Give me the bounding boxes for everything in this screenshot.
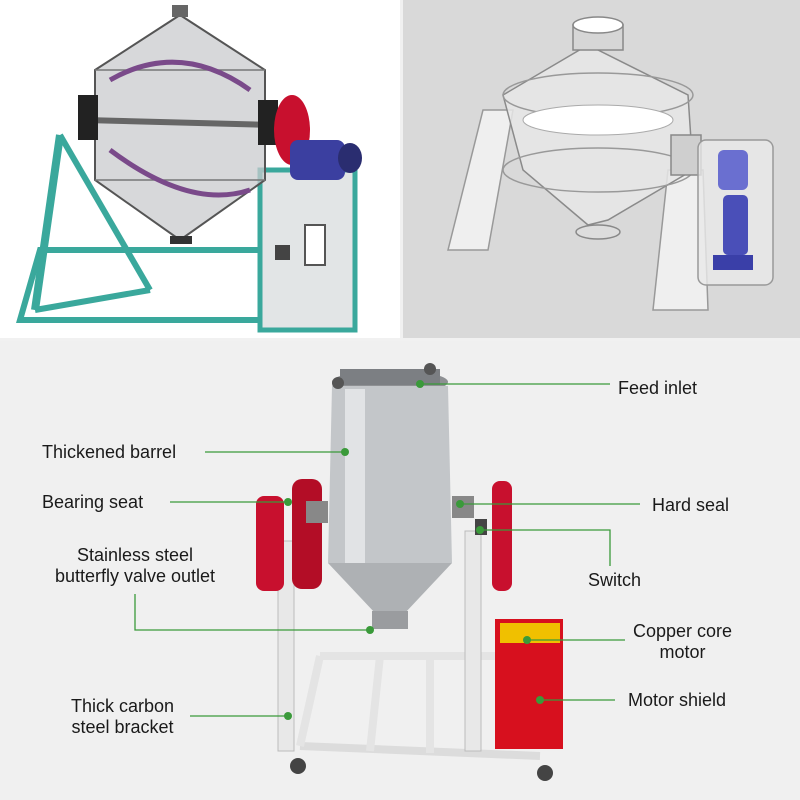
labeled-photo-panel: Feed inlet Thickened barrel Bearing seat…	[0, 341, 800, 800]
photo-mixer-illustration	[134, 363, 640, 781]
butterfly-valve-label-line2: butterfly valve outlet	[54, 566, 216, 586]
cad-mixer-illustration	[16, 5, 362, 333]
butterfly-valve-label-line1: Stainless steel	[76, 545, 194, 565]
carbon-steel-bracket-label: Thick carbon steel bracket	[55, 696, 190, 738]
copper-core-motor-label-line2: motor	[659, 642, 706, 662]
feed-inlet-label: Feed inlet	[618, 378, 698, 398]
carbon-steel-bracket-label-line2: steel bracket	[71, 717, 174, 737]
callout-dots	[284, 380, 544, 720]
render-panel	[403, 0, 800, 338]
render-mixer-illustration	[447, 16, 774, 311]
switch-label: Switch	[588, 570, 642, 590]
bearing-seat-label: Bearing seat	[42, 492, 144, 512]
copper-core-motor-label-line1: Copper core	[632, 621, 733, 641]
motor-shield-label: Motor shield	[628, 690, 727, 710]
callout-lines	[134, 383, 640, 717]
copper-core-motor-label: Copper core motor	[615, 621, 750, 663]
thickened-barrel-label: Thickened barrel	[42, 442, 177, 462]
cad-drawing-panel	[0, 0, 400, 338]
carbon-steel-bracket-label-line1: Thick carbon	[70, 696, 175, 716]
butterfly-valve-label: Stainless steel butterfly valve outlet	[40, 545, 230, 587]
hard-seal-label: Hard seal	[652, 495, 730, 515]
